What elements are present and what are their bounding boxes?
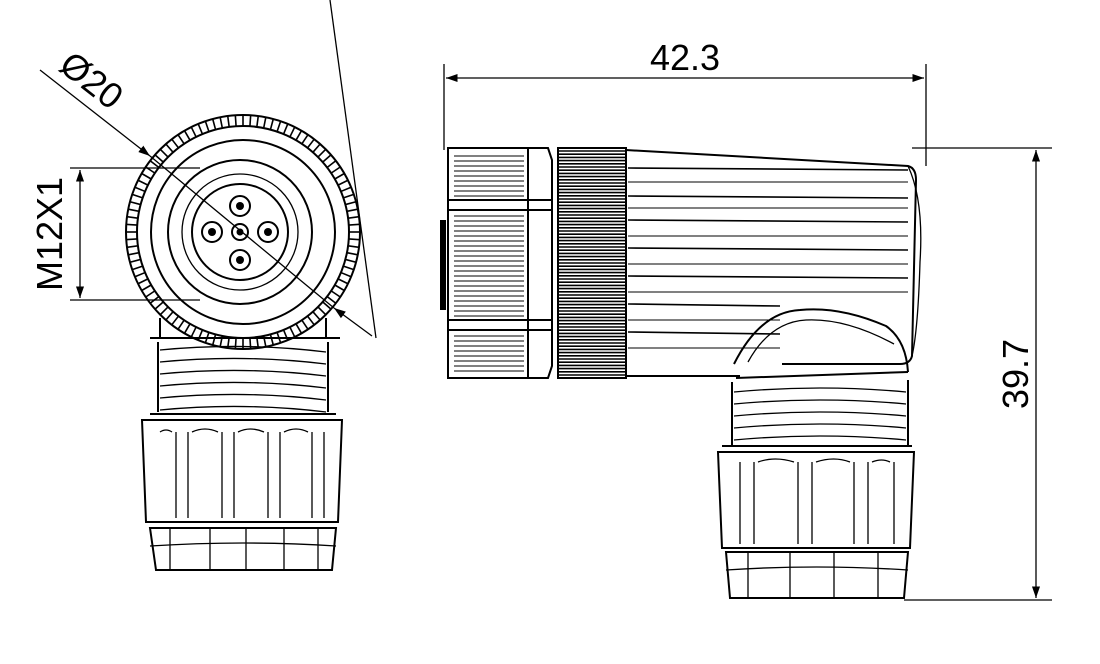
pin-center	[231, 223, 249, 241]
connector-body	[625, 149, 922, 377]
pin-left	[201, 221, 223, 243]
insert-inner	[181, 173, 299, 291]
contact-pins	[201, 195, 279, 271]
diameter-label: Ø20	[52, 43, 131, 117]
height-dimension: 39.7	[904, 147, 1052, 601]
cable-nut	[140, 419, 344, 523]
length-label: 42.3	[650, 37, 720, 78]
diameter-dimension: Ø20	[39, 0, 377, 339]
length-dimension: 42.3	[443, 37, 927, 166]
knurl-teeth	[126, 115, 360, 349]
side-view: 42.3 39.7	[440, 37, 1052, 601]
nut-knurl	[454, 155, 524, 372]
pin-top	[229, 195, 251, 217]
front-view: M12X1 Ø20	[29, 0, 377, 571]
pin-right	[257, 221, 279, 243]
thread-dimension: M12X1	[29, 167, 200, 301]
cable-cap	[148, 527, 338, 571]
insert-core	[191, 183, 289, 281]
side-thread	[722, 380, 912, 447]
height-label: 39.7	[995, 339, 1036, 409]
face-ring	[150, 139, 336, 325]
coupling-nut	[440, 147, 553, 379]
insert-outer	[167, 159, 313, 305]
thread-label: M12X1	[29, 177, 70, 291]
side-cable-cap	[724, 551, 910, 599]
elbow-dome	[733, 308, 909, 379]
cable-thread	[150, 342, 336, 415]
side-cable-nut	[716, 451, 916, 549]
pin-bottom	[229, 249, 251, 271]
knurled-ring-side	[557, 147, 627, 379]
